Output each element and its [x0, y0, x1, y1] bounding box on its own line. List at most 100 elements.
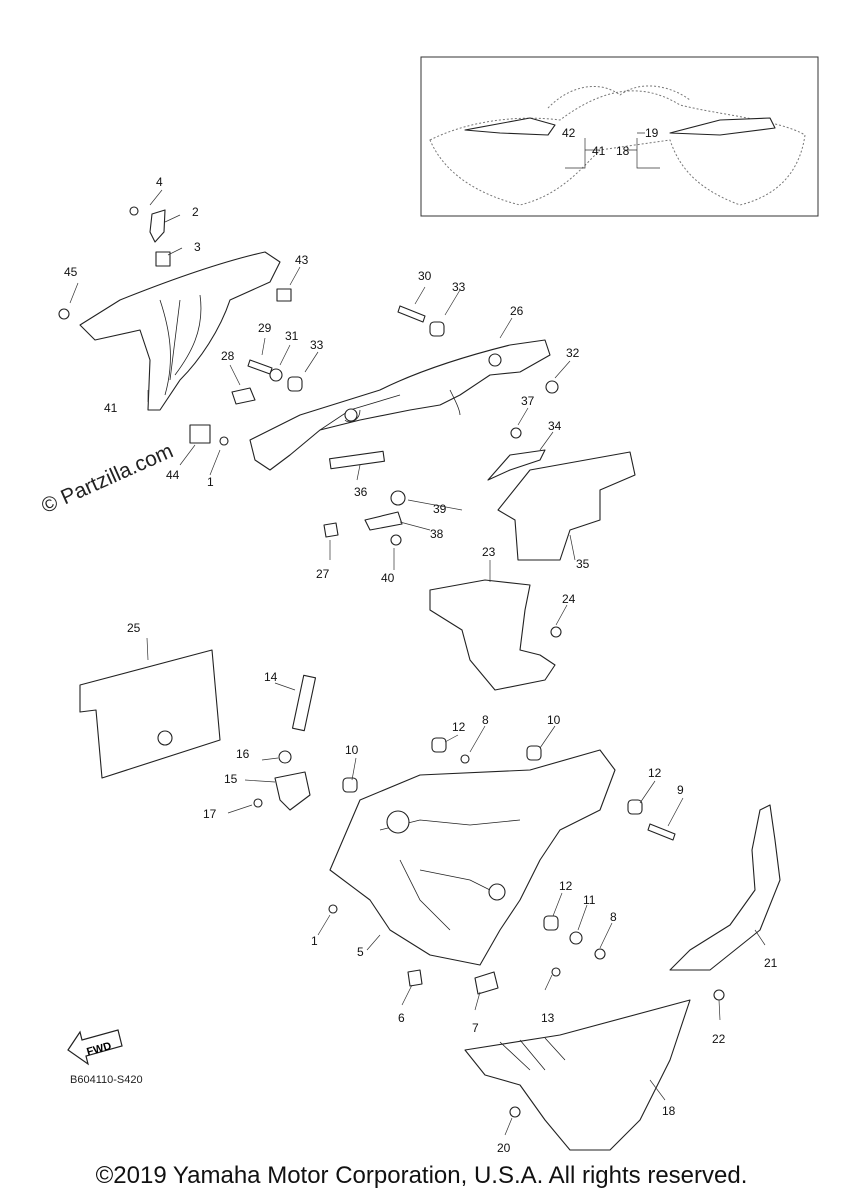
callout-33b: 33 [310, 338, 324, 352]
collar-33b [287, 376, 303, 392]
collar-33a [429, 321, 445, 337]
grommet-10a [342, 777, 358, 793]
callout-8b: 8 [610, 910, 617, 924]
cover-18 [464, 999, 691, 1151]
clip-28 [231, 387, 256, 405]
callout-5: 5 [357, 945, 364, 959]
bolt-1-top [219, 436, 229, 446]
bracket-15 [274, 771, 311, 811]
callout-38: 38 [430, 527, 444, 541]
bolt-1-bottom [328, 904, 338, 914]
lower-cover-group [253, 737, 676, 995]
bolt-37 [510, 427, 522, 439]
nut-24 [550, 626, 562, 638]
bolt-30 [397, 305, 426, 323]
callout-21: 21 [764, 956, 778, 970]
callout-26: 26 [510, 304, 524, 318]
callout-39: 39 [433, 502, 447, 516]
middle-parts-group [79, 579, 562, 779]
bolt-22 [713, 989, 725, 1001]
upper-side-cover-group [58, 206, 292, 446]
callout-32: 32 [566, 346, 580, 360]
cover-5 [329, 749, 616, 966]
callout-18: 18 [662, 1104, 676, 1118]
inset-label-18: 18 [616, 144, 630, 158]
nut-27 [323, 522, 339, 538]
clip-7 [474, 971, 499, 995]
callout-45: 45 [64, 265, 78, 279]
callout-9: 9 [677, 783, 684, 797]
damper-3 [155, 251, 171, 267]
callout-11: 11 [583, 893, 596, 907]
collar-11 [569, 931, 583, 945]
bolt-20 [509, 1106, 521, 1118]
callout-8a: 8 [482, 713, 489, 727]
callout-28: 28 [221, 349, 235, 363]
callout-33: 33 [452, 280, 466, 294]
inset-label-19: 19 [645, 126, 659, 140]
cover-21 [669, 804, 781, 971]
cover-35 [497, 451, 636, 561]
bolt-17 [253, 798, 263, 808]
grommet-12b [627, 799, 643, 815]
grommet-12c [543, 915, 559, 931]
callout-40: 40 [381, 571, 395, 585]
callout-1: 1 [207, 475, 214, 489]
callout-34: 34 [548, 419, 562, 433]
callout-10b: 10 [547, 713, 561, 727]
callout-36: 36 [354, 485, 368, 499]
screw-4 [129, 206, 139, 216]
callout-23: 23 [482, 545, 496, 559]
callout-12a: 12 [452, 720, 466, 734]
grommet-10b [526, 745, 542, 761]
bolt-45 [58, 308, 70, 320]
callout-10a: 10 [345, 743, 359, 757]
callout-35: 35 [576, 557, 590, 571]
callout-44: 44 [166, 468, 180, 482]
callout-43: 43 [295, 253, 309, 267]
callout-12c: 12 [559, 879, 573, 893]
callout-24: 24 [562, 592, 576, 606]
bracket-38 [364, 511, 403, 531]
callout-7: 7 [472, 1021, 479, 1035]
bolt-9 [647, 823, 676, 841]
callout-12b: 12 [648, 766, 662, 780]
copyright-notice: ©2019 Yamaha Motor Corporation, U.S.A. A… [95, 1162, 748, 1189]
nut-32 [545, 380, 559, 394]
callout-6: 6 [398, 1011, 405, 1025]
callout-22: 22 [712, 1032, 726, 1046]
bolt-29 [247, 359, 273, 375]
callout-labels: 4 2 3 45 43 30 33 26 29 31 33 28 32 37 4… [64, 175, 778, 1155]
callout-15: 15 [224, 772, 238, 786]
grommet-16 [278, 750, 292, 764]
callout-1b: 1 [311, 934, 318, 948]
strip-36 [329, 450, 385, 470]
rail-cover-group [231, 305, 636, 561]
bolt-8b [594, 948, 606, 960]
right-lower-group [464, 804, 781, 1151]
leader-lines [69, 189, 766, 1136]
callout-3: 3 [194, 240, 201, 254]
callout-41: 41 [104, 401, 118, 415]
side-cover-41 [79, 251, 281, 411]
bolt-40 [390, 534, 402, 546]
grommet-39 [390, 490, 406, 506]
pad-25 [79, 649, 221, 779]
callout-37: 37 [521, 394, 535, 408]
diagram-code: B604110-S420 [70, 1074, 143, 1086]
collar-31 [269, 368, 283, 382]
duct-23 [429, 579, 556, 691]
grommet-12a [431, 737, 447, 753]
callout-31: 31 [285, 329, 299, 343]
callout-13: 13 [541, 1011, 555, 1025]
callout-17: 17 [203, 807, 217, 821]
callout-14: 14 [264, 670, 278, 684]
callout-16: 16 [236, 747, 250, 761]
callout-29: 29 [258, 321, 272, 335]
nut-43 [276, 288, 292, 302]
bolt-8a [460, 754, 470, 764]
bracket-2 [149, 209, 166, 243]
fwd-arrow-icon: FWD [67, 1029, 123, 1066]
bolt-13 [551, 967, 561, 977]
strip-14 [291, 674, 317, 732]
